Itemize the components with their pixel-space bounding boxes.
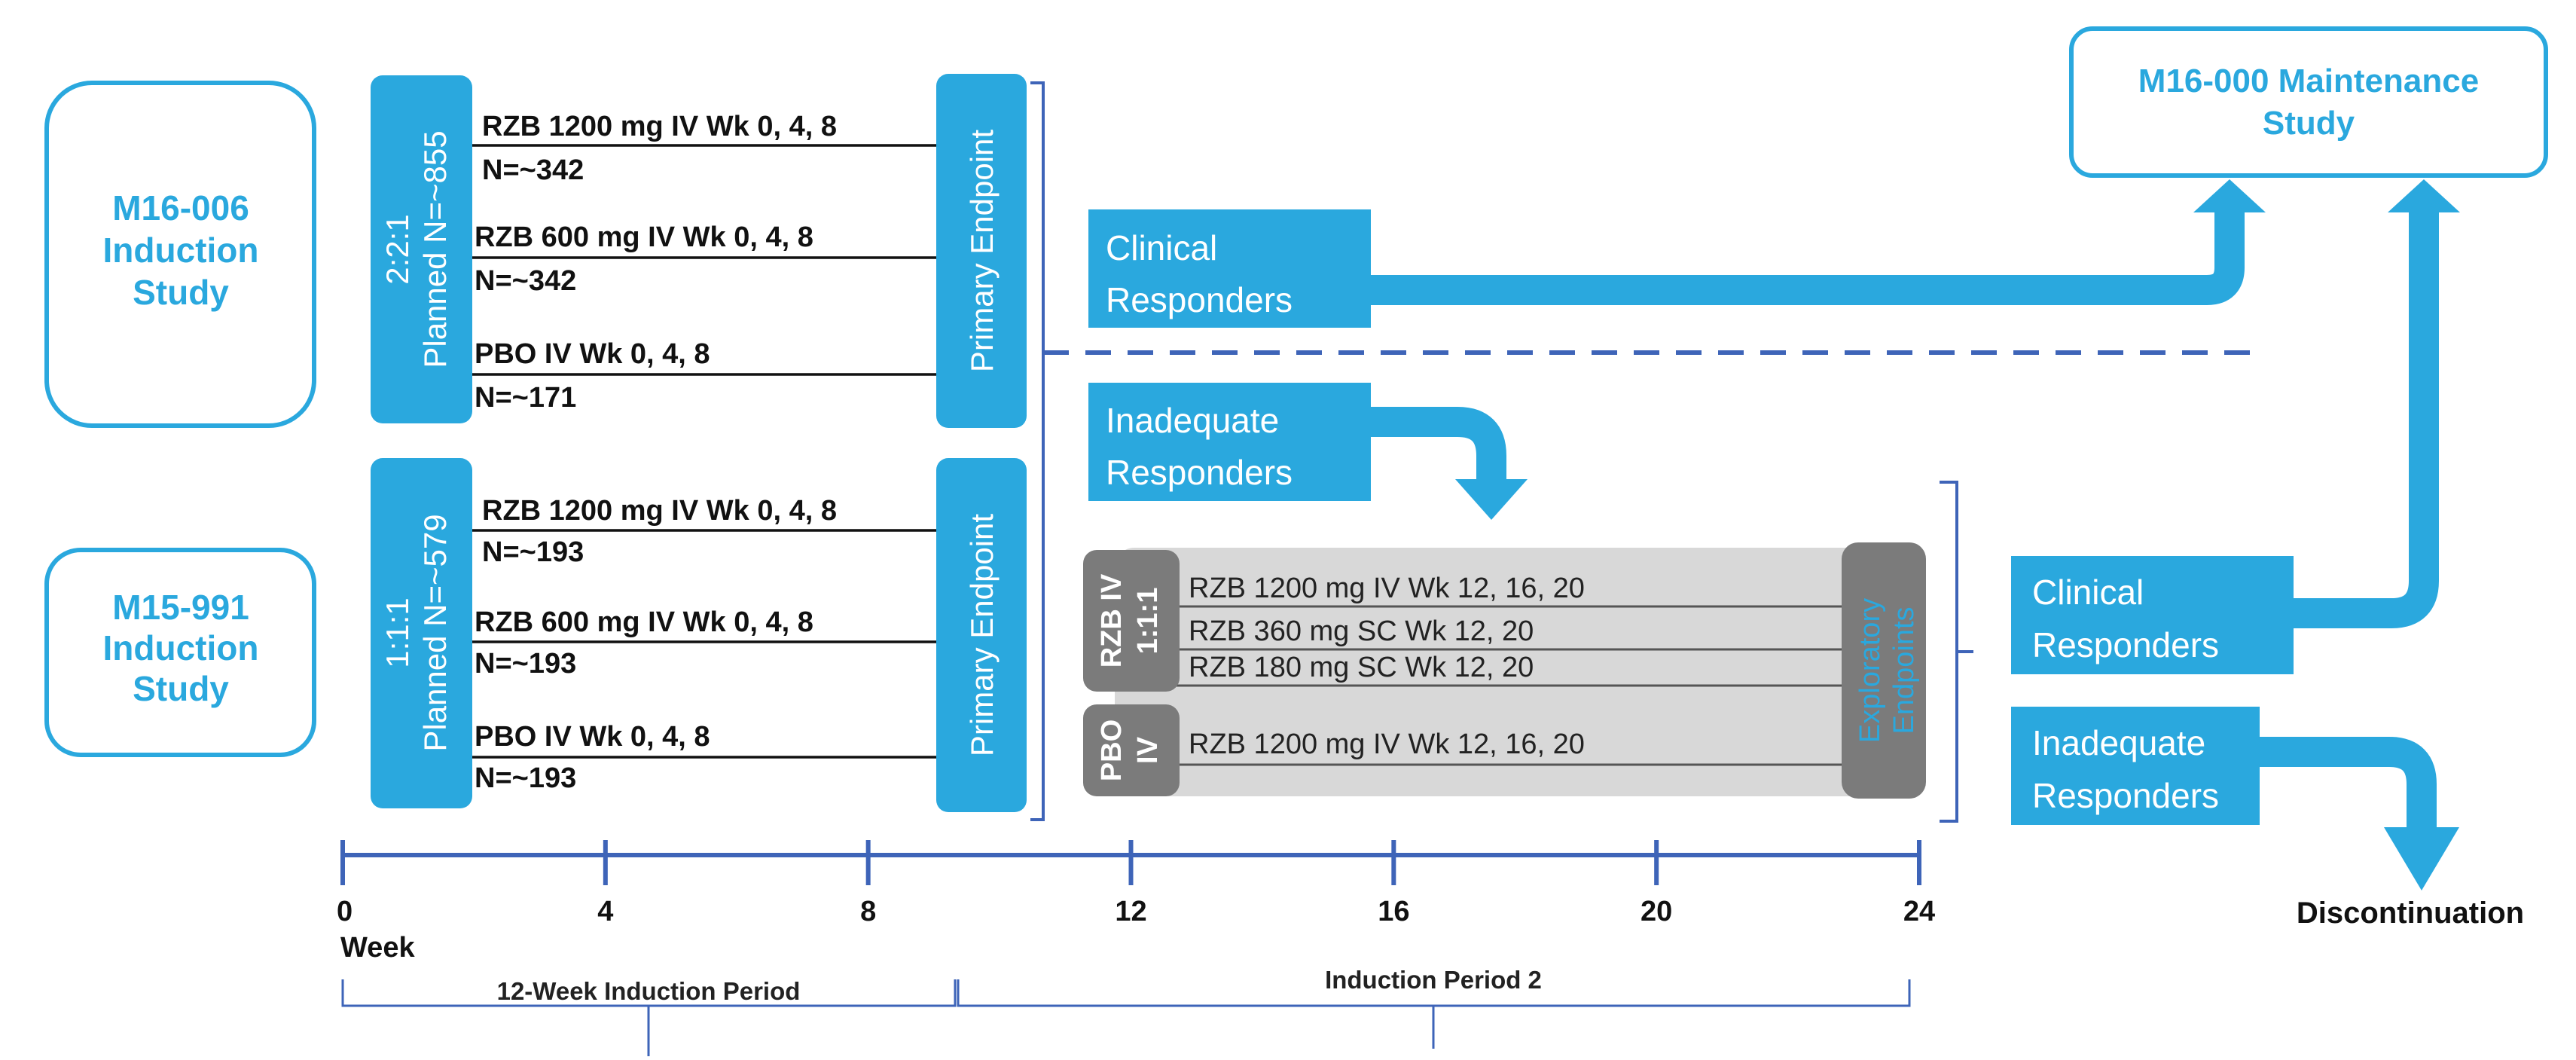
period2-block: RZB IV 1:1:1 PBO IV RZB 1200 mg IV Wk 12… xyxy=(1083,542,1926,799)
exploratory-label-1: Exploratory xyxy=(1854,598,1886,743)
timeline-tick-label: 20 xyxy=(1641,896,1672,927)
clinical-responders-1: Clinical Responders xyxy=(1088,209,1371,328)
arrow-to-discontinuation xyxy=(2260,737,2437,829)
period1-brace: 12-Week Induction Period xyxy=(341,977,957,1056)
inadequate-responders-label-1: Inadequate xyxy=(1106,401,1279,440)
study2-planned-n: Planned N=~579 xyxy=(417,514,453,751)
study2-arms: RZB 1200 mg IV Wk 0, 4, 8 N=~193 RZB 600… xyxy=(472,495,938,794)
arm-n: N=~193 xyxy=(482,536,584,568)
timeline-tick-label: 16 xyxy=(1378,896,1409,927)
primary-endpoint-label: Primary Endpoint xyxy=(964,130,1000,372)
arrowhead-icon xyxy=(2388,179,2460,212)
arm-n: N=~342 xyxy=(475,265,576,297)
m15-991-label-1: M15-991 xyxy=(112,588,249,627)
period2-arm: RZB 1200 mg IV Wk 12, 16, 20 xyxy=(1189,573,1585,604)
m16-006-study-box: M16-006 Induction Study xyxy=(44,81,316,428)
tick-marks: 0 4 8 12 16 20 24 xyxy=(337,840,1935,927)
maintenance-label-2: Study xyxy=(2263,105,2355,142)
clinical-responders-label-2: Responders xyxy=(1106,280,1293,319)
rzb-group-label-2: 1:1:1 xyxy=(1132,588,1164,655)
arm-dose: PBO IV Wk 0, 4, 8 xyxy=(475,338,710,370)
week-label: Week xyxy=(340,932,415,964)
arm-dose: PBO IV Wk 0, 4, 8 xyxy=(475,721,710,753)
primary-endpoint-label: Primary Endpoint xyxy=(964,514,1000,756)
study2-ratio: 1:1:1 xyxy=(380,597,415,667)
maintenance-study-box: M16-000 Maintenance Study xyxy=(2069,26,2548,178)
period1-label: 12-Week Induction Period xyxy=(497,977,801,1005)
clinical-responders-label-1: Clinical xyxy=(2032,573,2144,612)
m16-006-label-2: Induction xyxy=(103,231,259,270)
period2-arm: RZB 360 mg SC Wk 12, 20 xyxy=(1189,616,1534,647)
arrowhead-icon xyxy=(1455,479,1528,520)
study1-randomization-box: 2:2:1 Planned N=~855 xyxy=(371,75,472,423)
inadequate-responders-1: Inadequate Responders xyxy=(1088,383,1371,501)
m15-991-study-box: M15-991 Induction Study xyxy=(44,548,316,757)
period2-brace: Induction Period 2 xyxy=(957,966,1911,1049)
clinical-responders-label-1: Clinical xyxy=(1106,228,1217,267)
timeline-tick-label: 0 xyxy=(337,896,353,927)
arrowhead-icon xyxy=(2384,827,2459,890)
period2-bracket xyxy=(1940,481,1973,823)
period2-label: Induction Period 2 xyxy=(1325,966,1542,994)
study1-ratio: 2:2:1 xyxy=(380,214,415,284)
arrow-to-maintenance-1 xyxy=(1371,209,2245,305)
inadequate-responders-label-2: Responders xyxy=(2032,776,2219,815)
arm-dose: RZB 600 mg IV Wk 0, 4, 8 xyxy=(475,606,813,638)
period2-arm: RZB 1200 mg IV Wk 12, 16, 20 xyxy=(1189,729,1585,760)
clinical-responders-2: Clinical Responders xyxy=(2011,556,2294,674)
period2-arm: RZB 180 mg SC Wk 12, 20 xyxy=(1189,652,1534,683)
arm-n: N=~193 xyxy=(475,762,576,794)
m15-991-label-3: Study xyxy=(133,669,229,708)
arm-n: N=~171 xyxy=(475,382,576,414)
clinical-responders-label-2: Responders xyxy=(2032,625,2219,664)
timeline-tick-label: 4 xyxy=(597,896,613,927)
timeline-tick-label: 8 xyxy=(860,896,876,927)
arm-dose: RZB 1200 mg IV Wk 0, 4, 8 xyxy=(482,111,837,142)
exploratory-label-2: Endpoints xyxy=(1888,606,1920,734)
discontinuation-label: Discontinuation xyxy=(2297,897,2524,930)
timeline-tick-label: 12 xyxy=(1115,896,1146,927)
study2-randomization-box: 1:1:1 Planned N=~579 xyxy=(371,458,472,808)
timeline-tick-label: 24 xyxy=(1903,896,1935,927)
arm-dose: RZB 1200 mg IV Wk 0, 4, 8 xyxy=(482,495,837,527)
m16-006-label-1: M16-006 xyxy=(112,188,249,228)
study1-arms: RZB 1200 mg IV Wk 0, 4, 8 N=~342 RZB 600… xyxy=(472,111,938,414)
period1-bracket xyxy=(1030,81,1045,821)
m16-006-label-3: Study xyxy=(133,273,229,312)
arrow-to-period2 xyxy=(1367,407,1506,482)
inadequate-responders-label-2: Responders xyxy=(1106,453,1293,492)
arrowhead-icon xyxy=(2193,179,2266,212)
timeline-axis: 0 4 8 12 16 20 24 Week xyxy=(337,840,1935,964)
rzb-group-label-1: RZB IV xyxy=(1096,573,1128,667)
pbo-group-label-2: IV xyxy=(1132,736,1164,764)
maintenance-label-1: M16-000 Maintenance xyxy=(2138,63,2479,99)
pbo-group-label-1: PBO xyxy=(1096,719,1128,781)
inadequate-responders-label-1: Inadequate xyxy=(2032,723,2205,762)
primary-endpoint-2: Primary Endpoint xyxy=(936,458,1027,812)
arm-dose: RZB 600 mg IV Wk 0, 4, 8 xyxy=(475,221,813,253)
inadequate-responders-2: Inadequate Responders xyxy=(2011,707,2260,825)
arrow-to-maintenance-2 xyxy=(2294,209,2439,628)
m15-991-label-2: Induction xyxy=(103,628,259,667)
arm-n: N=~193 xyxy=(475,648,576,680)
primary-endpoint-1: Primary Endpoint xyxy=(936,74,1027,428)
study1-planned-n: Planned N=~855 xyxy=(417,130,453,368)
arm-n: N=~342 xyxy=(482,154,584,186)
